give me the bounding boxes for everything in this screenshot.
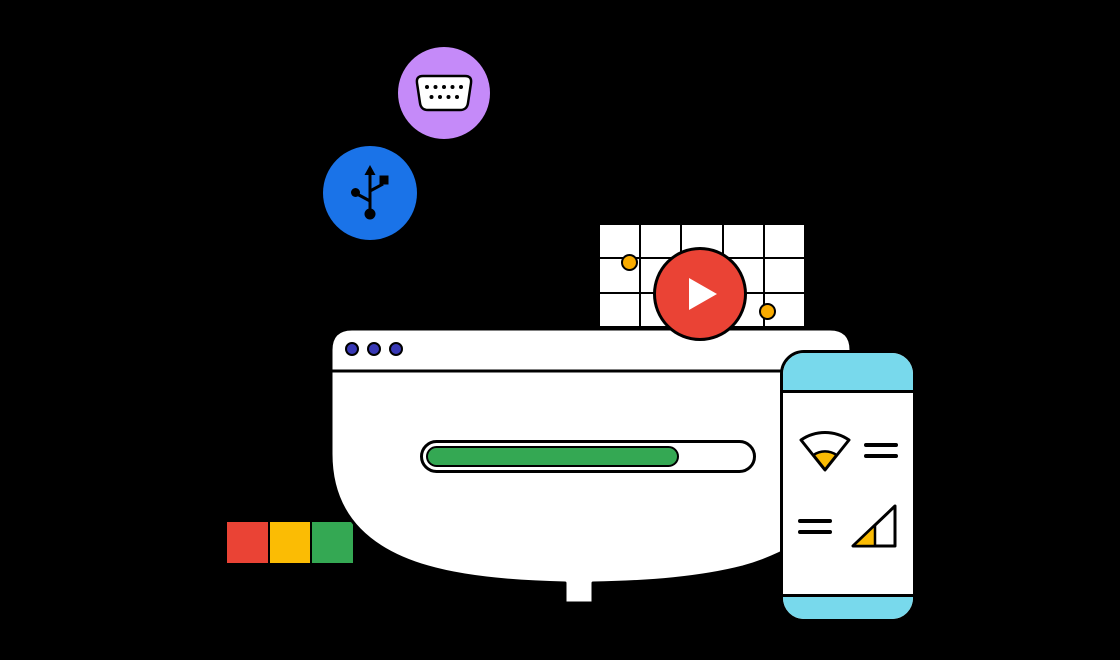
grid-cell — [599, 292, 641, 327]
progress-bar — [420, 440, 756, 473]
text-lines — [798, 518, 832, 534]
wifi-icon — [799, 430, 851, 472]
status-square-red — [225, 520, 270, 565]
titlebar-dot — [345, 342, 359, 356]
grid-cell — [722, 224, 764, 259]
phone-top-band — [783, 353, 913, 393]
play-icon — [689, 278, 717, 310]
usb-icon — [351, 165, 389, 220]
grid-cell — [640, 224, 682, 259]
phone — [780, 350, 916, 622]
progress-fill — [426, 446, 679, 467]
status-squares — [225, 520, 355, 565]
serial-port-badge — [398, 47, 490, 139]
browser-window-body — [329, 369, 853, 605]
titlebar-dot — [389, 342, 403, 356]
status-square-yellow — [267, 520, 313, 565]
grid-cell — [599, 224, 641, 259]
serial-port-icon — [415, 74, 473, 112]
grid-accent-dot — [621, 254, 638, 271]
grid-accent-dot — [759, 303, 776, 320]
grid-cell — [763, 258, 805, 293]
phone-bottom-band — [783, 594, 913, 619]
phone-wifi-row — [798, 425, 898, 475]
titlebar-dot — [367, 342, 381, 356]
titlebar-dots — [345, 342, 411, 356]
usb-badge — [323, 146, 417, 240]
signal-strength-icon — [851, 504, 897, 548]
status-square-green — [310, 520, 355, 565]
browser-window — [329, 327, 853, 605]
play-button — [653, 247, 747, 341]
phone-signal-row — [798, 501, 898, 551]
grid-cell — [763, 224, 805, 259]
serial-port-pins — [425, 85, 463, 99]
text-lines — [864, 442, 898, 458]
